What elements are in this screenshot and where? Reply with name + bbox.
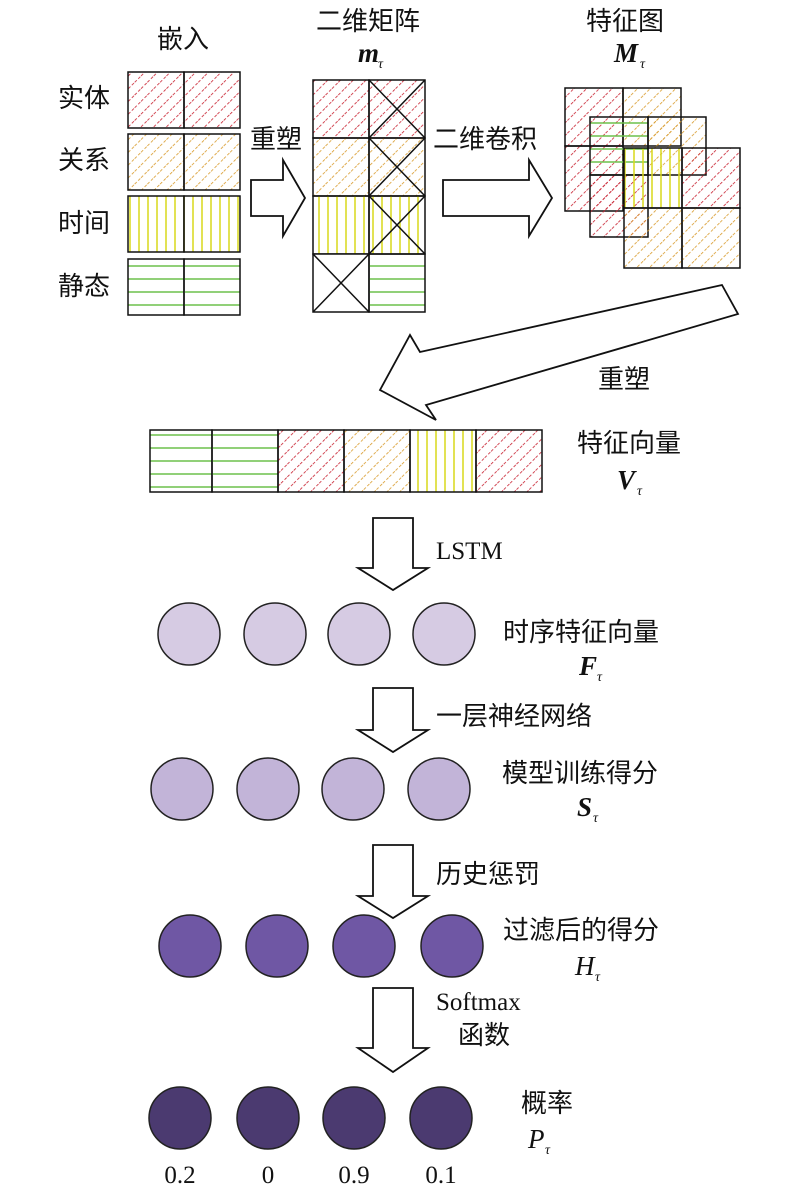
embedding-time (127, 195, 241, 253)
embedding-relation (127, 133, 241, 191)
score-node (321, 757, 385, 821)
prob-label: 概率 (521, 1089, 573, 1119)
matrix2d-grid (312, 79, 426, 313)
temporal-node (327, 602, 391, 666)
filtered-symbol: H (574, 951, 596, 981)
lstm-label: LSTM (436, 538, 503, 565)
temporal-node (412, 602, 476, 666)
filtered-node-row (158, 914, 484, 978)
probability-node-row (148, 1086, 473, 1150)
function-label: 函数 (458, 1021, 510, 1051)
onelayer-arrow (354, 687, 432, 754)
row-label-static: 静态 (58, 272, 110, 302)
filtered-node (245, 914, 309, 978)
matrix2d-symbol: m (358, 38, 379, 68)
row-label-time: 时间 (58, 209, 110, 239)
score-node (407, 757, 471, 821)
embedding-entity (127, 71, 241, 129)
softmax-label: Softmax (436, 989, 521, 1016)
probability-node (409, 1086, 473, 1150)
probability-value: 0.9 (338, 1162, 369, 1189)
score-subscript: τ (593, 811, 599, 826)
featmap-subscript: τ (640, 57, 646, 72)
feature-map-stack (564, 87, 741, 269)
probability-node (236, 1086, 300, 1150)
row-label-entity: 实体 (58, 84, 110, 114)
featvec-subscript: τ (637, 484, 643, 499)
tempvec-symbol: F (578, 651, 597, 681)
reshape-label-1: 重塑 (250, 125, 302, 155)
probability-value: 0.1 (425, 1162, 456, 1189)
filtered-node (158, 914, 222, 978)
probability-value: 0.2 (164, 1162, 195, 1189)
probability-node (322, 1086, 386, 1150)
filtered-subscript: τ (595, 970, 601, 985)
filtered-label: 过滤后的得分 (503, 916, 659, 946)
onelayer-label: 一层神经网络 (436, 702, 592, 732)
temporal-node (243, 602, 307, 666)
probability-value: 0 (262, 1162, 275, 1189)
matrix2d-label: 二维矩阵 (316, 7, 420, 37)
filtered-node (420, 914, 484, 978)
conv2d-label: 二维卷积 (433, 125, 537, 155)
embedding-static (127, 258, 241, 316)
matrix2d-subscript: τ (378, 57, 384, 72)
prob-symbol: P (527, 1124, 545, 1154)
penalty-label: 历史惩罚 (436, 860, 540, 890)
temporal-node (157, 602, 221, 666)
score-node (236, 757, 300, 821)
score-node (150, 757, 214, 821)
reshape-arrow-1 (250, 156, 307, 240)
featmap-label: 特征图 (586, 7, 664, 37)
tempvec-subscript: τ (597, 670, 603, 685)
filtered-node (332, 914, 396, 978)
reshape-arrow-2 (378, 283, 740, 421)
embedding-label: 嵌入 (157, 25, 209, 55)
probability-node (148, 1086, 212, 1150)
penalty-arrow (354, 844, 432, 920)
softmax-arrow (355, 987, 431, 1074)
lstm-arrow (354, 517, 432, 592)
featmap-symbol: M (613, 38, 639, 68)
tempvec-label: 时序特征向量 (503, 618, 659, 648)
reshape-label-2: 重塑 (598, 365, 650, 395)
temporal-node-row (157, 602, 476, 666)
score-node-row (150, 757, 471, 821)
feature-vector (149, 429, 543, 493)
featvec-label: 特征向量 (577, 429, 681, 459)
featvec-symbol: V (617, 465, 637, 495)
score-symbol: S (577, 792, 592, 822)
row-label-relation: 关系 (58, 146, 110, 176)
score-label: 模型训练得分 (502, 759, 658, 789)
prob-subscript: τ (545, 1143, 551, 1158)
conv2d-arrow (442, 156, 554, 240)
